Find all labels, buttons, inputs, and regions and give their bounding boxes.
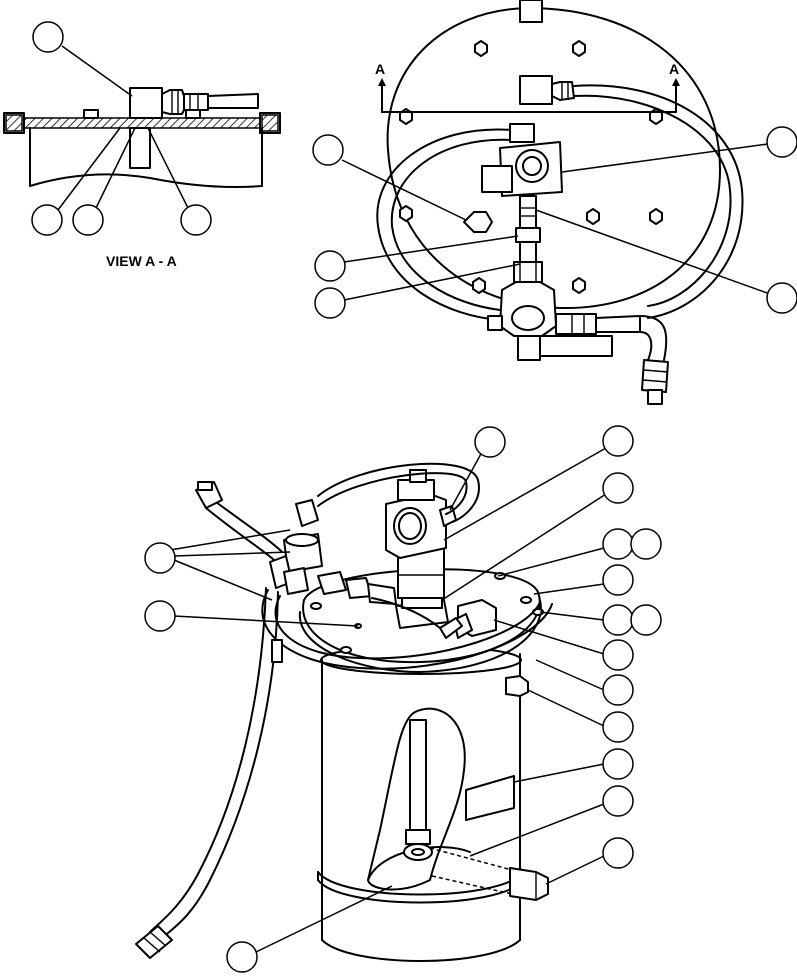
callout-balloon: [602, 472, 634, 504]
callout-balloon: [312, 134, 344, 166]
callout-balloon: [314, 250, 346, 282]
callout-balloon: [766, 126, 797, 158]
callout-balloon: [474, 426, 506, 458]
callout-balloon: [602, 528, 634, 560]
callout-balloon: [180, 204, 212, 236]
view-label: VIEW A - A: [106, 253, 177, 269]
callout-balloon: [226, 941, 258, 973]
top-view: A A: [312, 0, 797, 405]
main-assembly-view: [135, 425, 662, 973]
callout-balloon: [766, 282, 797, 314]
section-mark-right: A: [669, 61, 679, 77]
callout-balloon: [602, 639, 634, 671]
callout-balloon: [630, 528, 662, 560]
callout-balloon: [602, 785, 634, 817]
view-a-a-detail: VIEW A - A: [3, 21, 281, 269]
callout-balloon: [630, 604, 662, 636]
callout-balloon: [602, 604, 634, 636]
callout-balloon: [602, 425, 634, 457]
callout-balloon: [602, 674, 634, 706]
callout-balloon: [602, 837, 634, 869]
callout-balloon: [144, 542, 176, 574]
callout-balloon: [32, 21, 64, 53]
callout-balloon: [72, 204, 104, 236]
section-mark-left: A: [375, 61, 385, 77]
callout-balloon: [314, 287, 346, 319]
callout-balloon: [144, 600, 176, 632]
callout-balloon: [31, 204, 63, 236]
callout-balloon: [602, 564, 634, 596]
callout-balloon: [602, 711, 634, 743]
callout-balloon: [602, 748, 634, 780]
